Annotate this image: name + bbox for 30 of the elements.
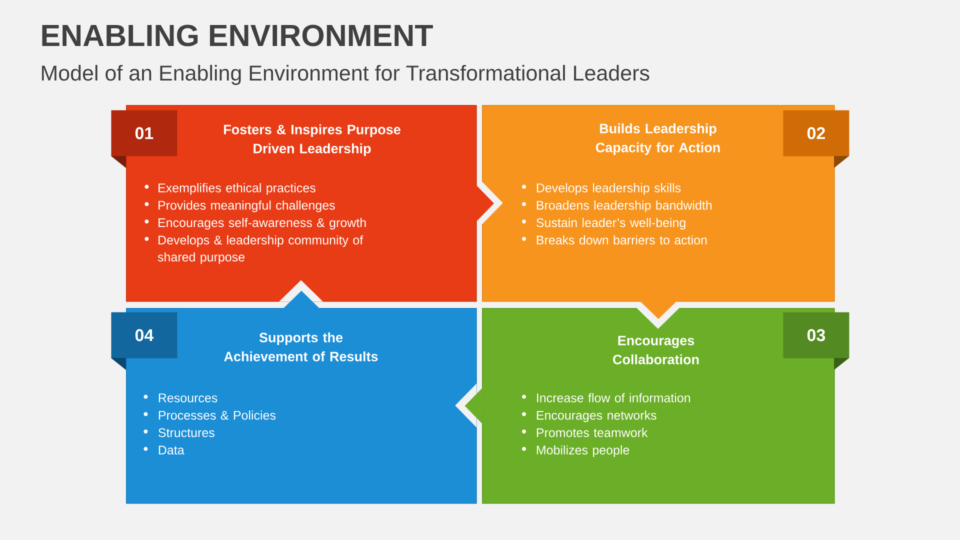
heading: Encourages Collaboration [613,336,699,364]
heading: Builds Leadership Capacity for Action [596,123,720,155]
bullet-item: Data [158,446,184,455]
number-badge: 01 [111,110,178,168]
bullet-item: Resources [158,394,218,402]
bullet-item: Promotes teamwork [536,428,648,438]
chevron-arrow [282,290,320,310]
chevron-arrow [640,300,677,319]
bullet-item: Develops & leadership community of shared purpose [158,235,364,264]
bullet-item: Exemplifies ethical practices [158,183,316,195]
chevron-arrow [476,184,494,222]
number-badge: 04 [111,312,178,370]
bullet-item: Broadens leadership bandwidth [536,200,712,212]
bullet-item: Encourages networks [536,410,656,422]
bullet-item: Structures [158,428,214,438]
bullet-item: Mobilizes people [536,445,630,457]
bullet-item: Develops leadership skills [536,183,681,195]
bullet-item: Breaks down barriers to action [536,235,707,245]
bullet-item: Sustain leader’s well-being [536,218,686,230]
number-badge: 02 [783,110,850,168]
bullet-item: Processes & Policies [158,410,276,420]
bullet-item: Encourages self-awareness & growth [158,218,366,230]
number-badge: 03 [783,312,850,370]
heading: Supports the Achievement of Results [224,332,378,362]
bullet-item: Increase flow of information [537,393,690,402]
title: ENABLING ENVIRONMENT [42,24,433,46]
subtitle: Model of an Enabling Environment for Transformational Leaders [42,64,650,85]
chevron-arrow [464,387,484,424]
bullet-item: Provides meaningful challenges [158,200,335,212]
heading: Fosters & Inspires Purpose Driven Leadership [224,124,400,156]
